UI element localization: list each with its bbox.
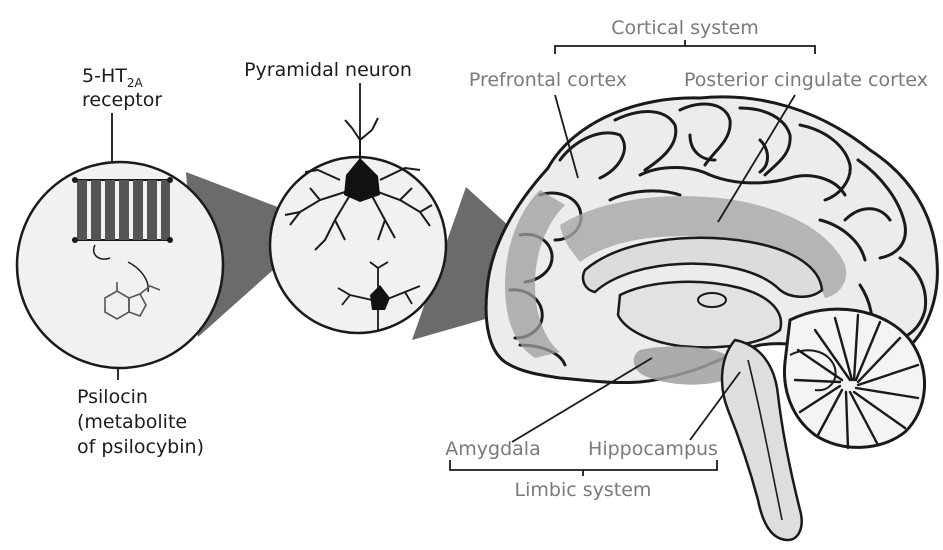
receptor-zoom-panel (17, 162, 223, 368)
neuron-zoom-panel (270, 118, 446, 333)
label-cortical-system: Cortical system (611, 17, 759, 39)
label-hippocampus: Hippocampus (588, 438, 718, 460)
label-amygdala: Amygdala (445, 438, 540, 460)
label-receptor-word: receptor (82, 89, 162, 111)
label-posterior-cingulate-cortex: Posterior cingulate cortex (684, 69, 928, 91)
label-psilocin-metabolite: (metabolite (77, 411, 187, 433)
label-pyramidal-neuron: Pyramidal neuron (244, 59, 412, 81)
limbic-bracket (450, 460, 717, 476)
label-receptor-subscript: 2A (127, 76, 144, 90)
label-psilocin-of-psilocybin: of psilocybin) (77, 436, 204, 458)
label-limbic-system: Limbic system (515, 479, 652, 501)
label-receptor: 5-HT2A (82, 65, 143, 90)
cortical-bracket (555, 40, 815, 54)
brain-sagittal-section (486, 97, 937, 540)
label-psilocin: Psilocin (77, 386, 148, 408)
label-prefrontal-cortex: Prefrontal cortex (469, 69, 627, 91)
